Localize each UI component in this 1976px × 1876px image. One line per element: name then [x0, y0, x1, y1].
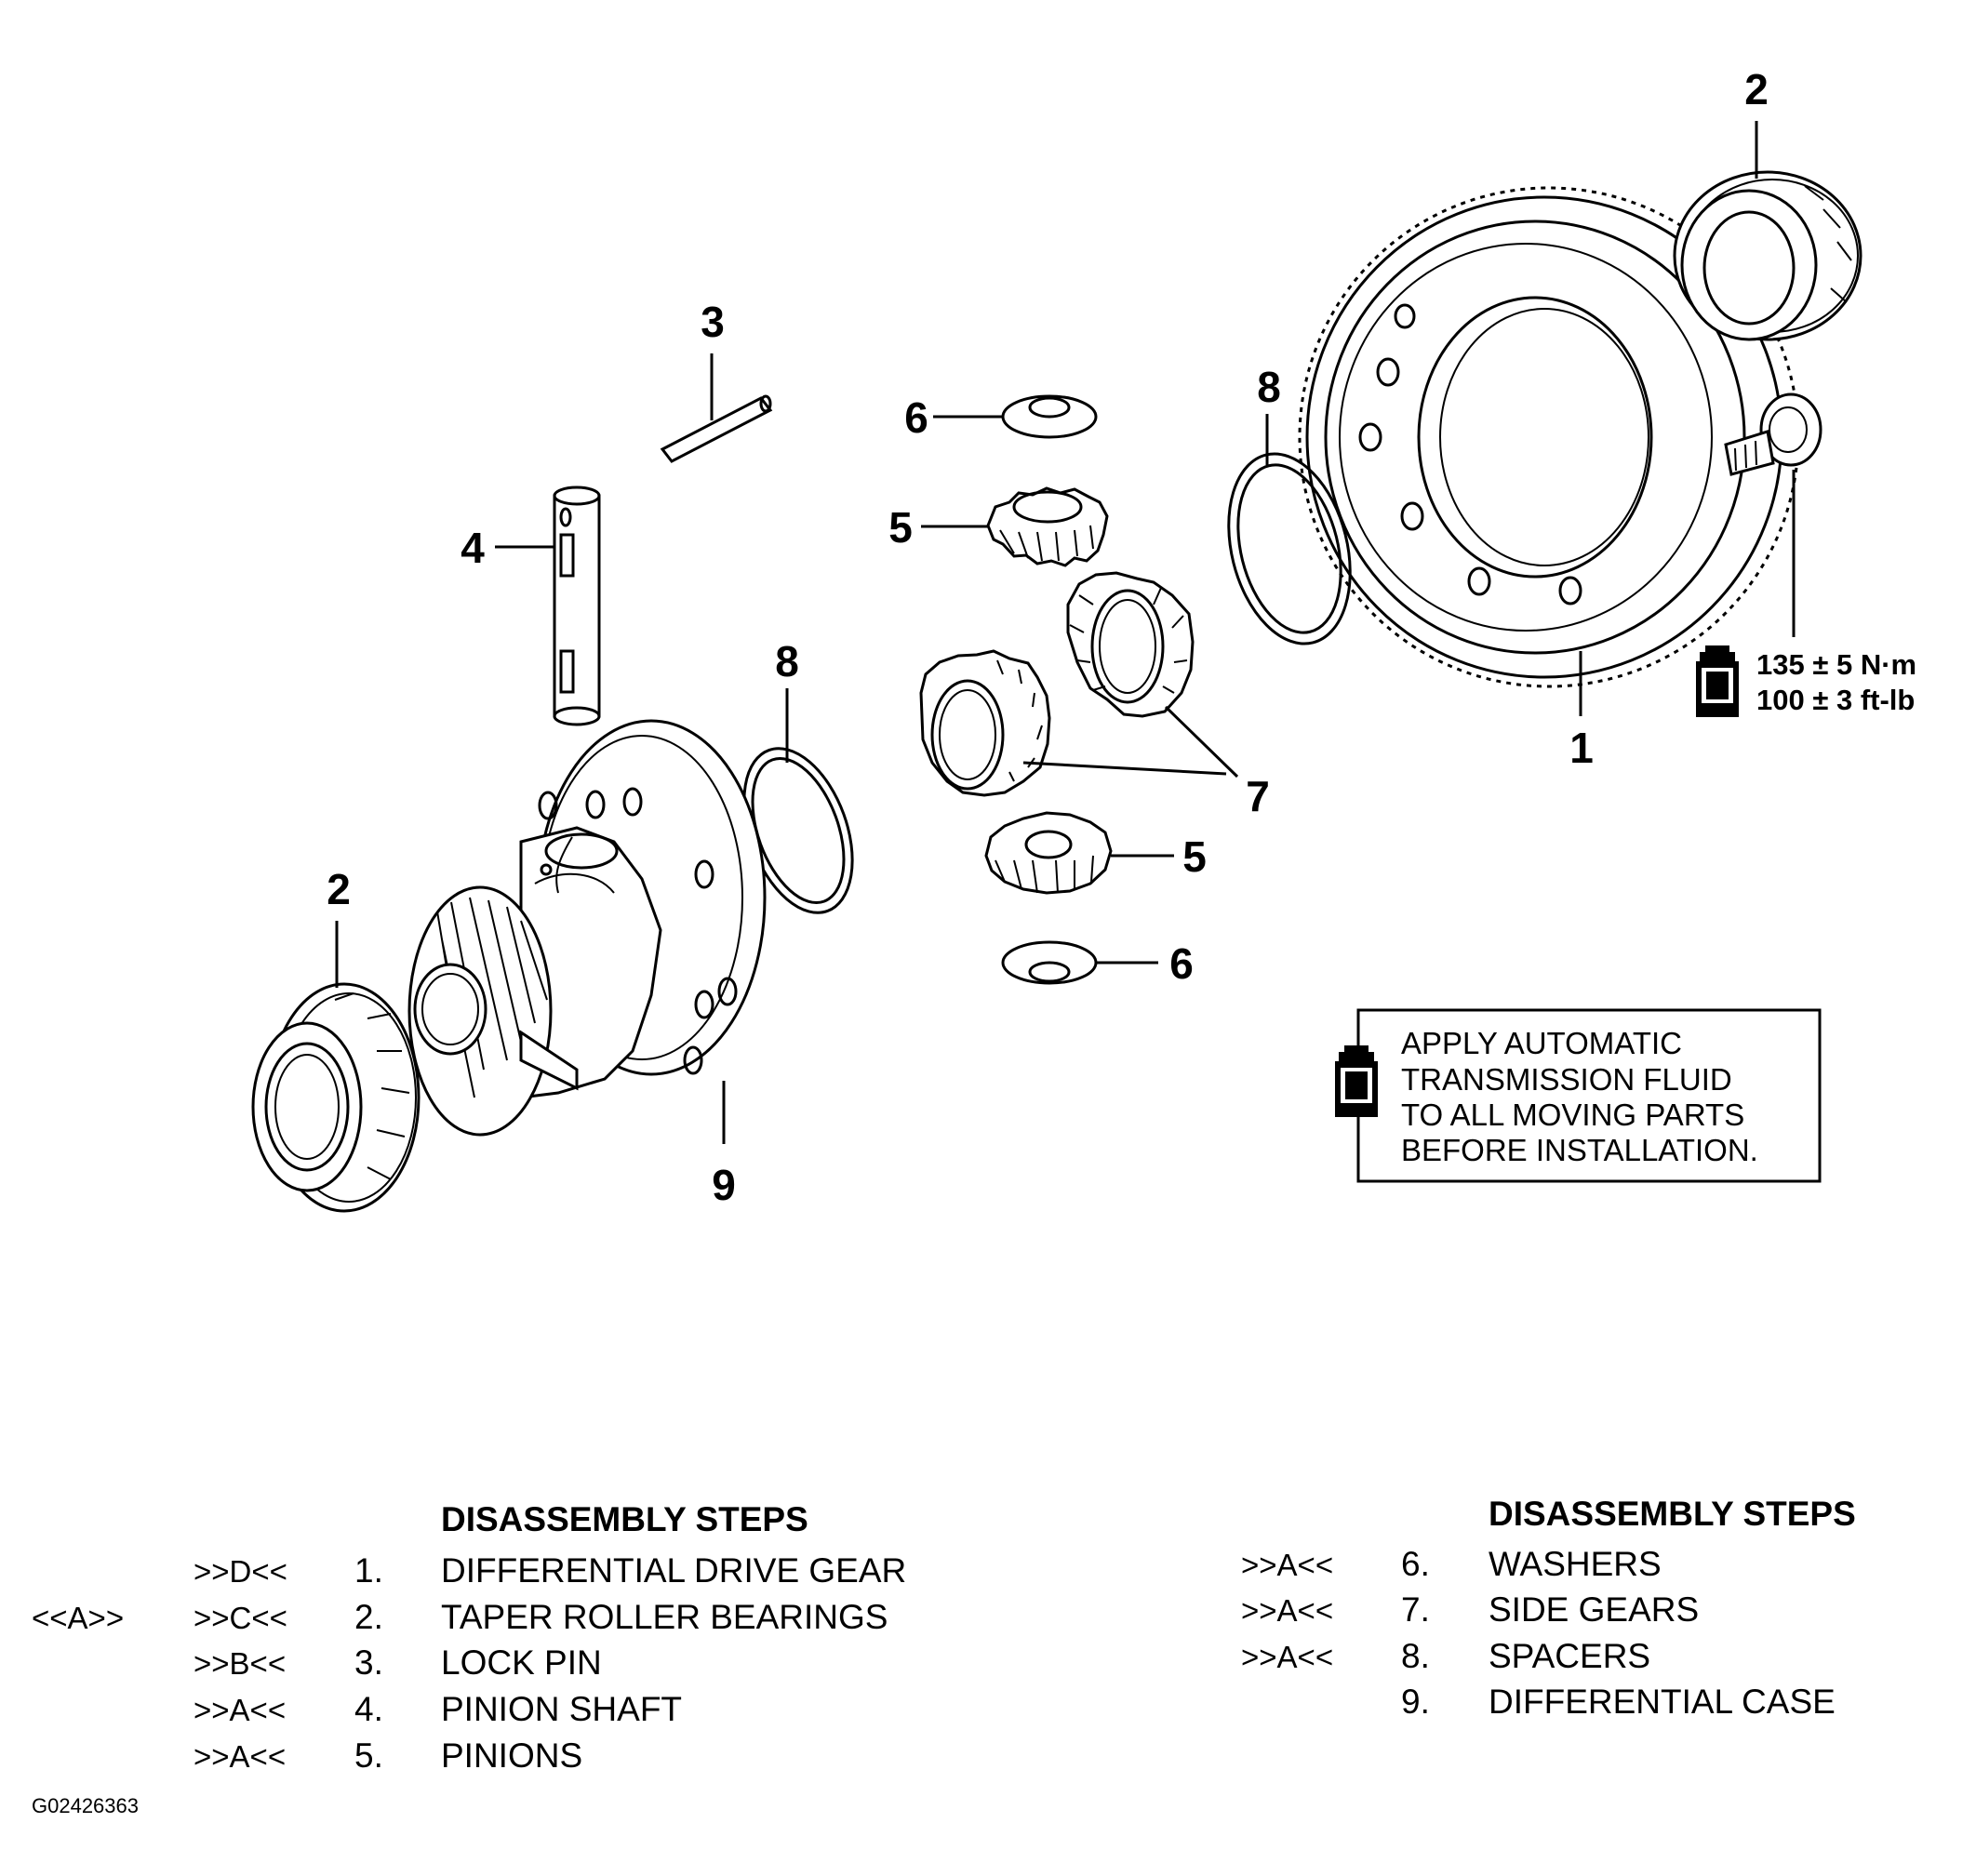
- step-9-number: 9.: [1401, 1683, 1430, 1721]
- steps-right-heading: DISASSEMBLY STEPS: [1489, 1495, 1856, 1533]
- note-line-2: TRANSMISSION FLUID: [1401, 1062, 1732, 1097]
- note-line-3: TO ALL MOVING PARTS: [1401, 1098, 1744, 1132]
- gear-mounting-bolt: [1724, 392, 1822, 476]
- step-2-number: 2.: [354, 1598, 383, 1636]
- note-line-1: APPLY AUTOMATIC: [1401, 1026, 1682, 1060]
- note-line-4: BEFORE INSTALLATION.: [1401, 1133, 1758, 1167]
- callout-8-right: 8: [1257, 363, 1281, 411]
- step-5-code: >>A<<: [194, 1739, 286, 1774]
- pinion-gear-top: [986, 486, 1109, 567]
- callout-9: 9: [712, 1161, 736, 1209]
- atf-note-box: APPLY AUTOMATIC TRANSMISSION FLUID TO AL…: [1335, 1008, 1822, 1183]
- step-1-number: 1.: [354, 1551, 383, 1590]
- callout-7: 7: [1246, 772, 1270, 820]
- lock-pin: [660, 394, 773, 463]
- step-8-code: >>A<<: [1241, 1640, 1333, 1674]
- side-gear-upper: [1066, 571, 1195, 718]
- callout-6-top: 6: [904, 393, 928, 442]
- step-6-number: 6.: [1401, 1545, 1430, 1583]
- step-2-pre-code: <<A>>: [32, 1601, 124, 1635]
- step-2-text: TAPER ROLLER BEARINGS: [441, 1598, 888, 1636]
- step-7-code: >>A<<: [1241, 1593, 1333, 1628]
- side-gear-lower: [919, 649, 1051, 797]
- step-4-text: PINION SHAFT: [441, 1690, 682, 1728]
- step-6-text: WASHERS: [1489, 1545, 1662, 1583]
- step-7-number: 7.: [1401, 1590, 1430, 1629]
- step-1-code: >>D<<: [194, 1554, 287, 1589]
- callout-5-top: 5: [888, 503, 913, 552]
- pinion-gear-bottom: [984, 811, 1113, 895]
- callout-2-left: 2: [327, 865, 351, 913]
- taper-roller-bearing-top: [1673, 170, 1863, 341]
- steps-left-heading: DISASSEMBLY STEPS: [441, 1500, 808, 1538]
- step-3-number: 3.: [354, 1643, 383, 1682]
- step-8-text: SPACERS: [1489, 1637, 1650, 1675]
- step-4-number: 4.: [354, 1690, 383, 1728]
- differential-case: [407, 719, 767, 1137]
- step-2-code: >>C<<: [194, 1601, 287, 1635]
- differential-drive-gear: [1298, 186, 1800, 688]
- step-1-text: DIFFERENTIAL DRIVE GEAR: [441, 1551, 906, 1590]
- step-8-number: 8.: [1401, 1637, 1430, 1675]
- callout-8-left: 8: [775, 637, 799, 685]
- pinion-shaft: [553, 486, 601, 726]
- washer-bottom: [1001, 940, 1098, 985]
- callout-6-bottom: 6: [1169, 939, 1194, 988]
- step-5-number: 5.: [354, 1736, 383, 1775]
- callout-3: 3: [701, 298, 725, 346]
- callout-5-bottom: 5: [1182, 832, 1207, 881]
- torque-metric: 135 ± 5 N·m: [1756, 648, 1916, 681]
- disassembly-steps-right: DISASSEMBLY STEPS >>A<< 6. WASHERS >>A<<…: [1241, 1495, 1856, 1721]
- oil-can-icon: [1335, 1045, 1378, 1117]
- step-3-text: LOCK PIN: [441, 1643, 602, 1682]
- gear-bolt-holes: [1358, 303, 1582, 605]
- callout-2-top: 2: [1744, 65, 1769, 113]
- figure-id: G02426363: [32, 1794, 139, 1817]
- step-6-code: >>A<<: [1241, 1548, 1333, 1582]
- torque-imperial: 100 ± 3 ft-lb: [1756, 684, 1915, 716]
- callout-4: 4: [461, 524, 485, 572]
- step-4-code: >>A<<: [194, 1693, 286, 1727]
- callout-1: 1: [1569, 724, 1594, 772]
- step-9-text: DIFFERENTIAL CASE: [1489, 1683, 1836, 1721]
- washer-top: [1001, 394, 1098, 439]
- taper-roller-bearing-left: [251, 982, 421, 1213]
- step-7-text: SIDE GEARS: [1489, 1590, 1699, 1629]
- oil-can-icon: [1696, 645, 1739, 717]
- step-5-text: PINIONS: [441, 1736, 582, 1775]
- disassembly-steps-left: DISASSEMBLY STEPS >>D<< 1. DIFFERENTIAL …: [32, 1500, 906, 1775]
- step-3-code: >>B<<: [194, 1646, 286, 1681]
